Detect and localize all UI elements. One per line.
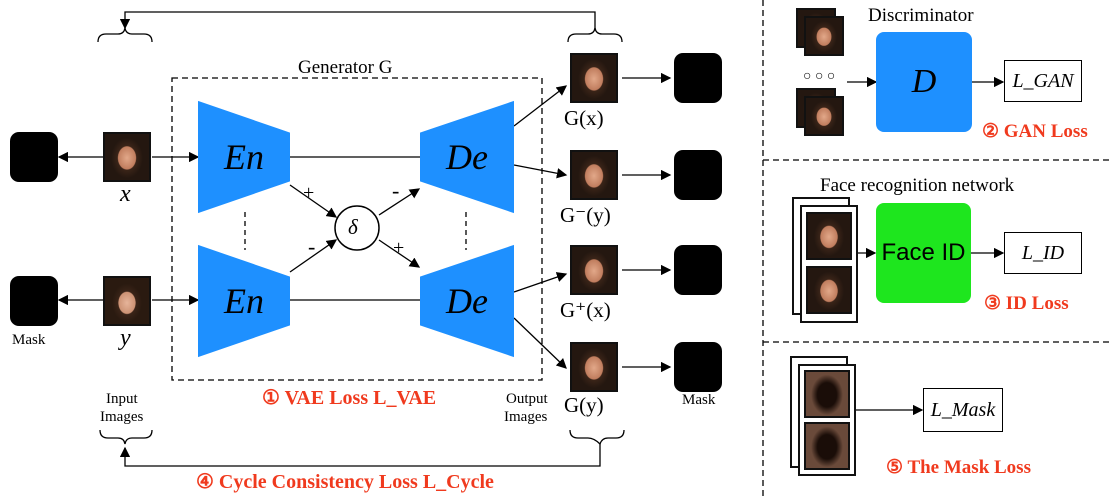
output-mask-1 [674,53,722,103]
output-label-gplus-x: G⁺(x) [560,298,611,322]
disc-face-stack-front [804,16,844,56]
input-caption-line1: Input [106,391,138,407]
sign-plus-bottom: + [393,237,405,259]
masked-face-2 [804,422,850,470]
mask-loss-label: ⑤ The Mask Loss [886,457,1031,478]
mask-loss-box: L_Mask [923,388,1003,432]
cycle-loss-label: ④ Cycle Consistency Loss L_Cycle [196,471,494,493]
decoder-label: De [446,137,488,177]
gan-loss-box: L_GAN [1004,60,1082,102]
mask-label-right: Mask [682,392,716,408]
delta-symbol: δ [348,215,358,239]
input-mask-y [10,276,58,326]
input-face-y [103,276,151,326]
input-mask-x [10,132,58,182]
input-label-y: y [120,325,131,351]
input-caption-line2: Images [100,409,144,425]
id-loss-box: L_ID [1004,232,1082,274]
vae-loss-label: ① VAE Loss L_VAE [262,387,437,409]
output-mask-2 [674,150,722,200]
output-face-gplus-x [570,245,618,295]
encoder-label: En [224,281,264,321]
generator-title: Generator G [298,57,393,78]
decoder-label: De [446,281,488,321]
face-recognition-title: Face recognition network [820,175,1015,196]
discriminator-title: Discriminator [868,5,974,26]
input-face-x [103,132,151,182]
sign-minus-bottom: - [308,234,316,259]
id-loss-label: ③ ID Loss [984,293,1069,314]
disc-face-stack2-front [804,96,844,136]
input-label-x: x [120,181,131,207]
output-mask-3 [674,245,722,295]
gan-loss-label: ② GAN Loss [982,121,1088,142]
output-mask-4 [674,342,722,392]
sign-plus-top: + [303,182,315,204]
output-caption-line2: Images [504,409,548,425]
mask-label-left: Mask [12,332,46,348]
output-face-gy [570,342,618,392]
output-caption-line1: Output [506,391,548,407]
disc-ellipsis: ○ ○ ○ [803,69,836,84]
output-face-gx [570,53,618,103]
faceid-face-2 [806,266,852,314]
output-label-gminus-y: G⁻(y) [560,203,611,227]
output-label-gx: G(x) [564,106,604,130]
output-face-gminus-y [570,150,618,200]
masked-face-1 [804,370,850,418]
sign-minus-top: - [392,178,400,203]
encoder-label: En [224,137,264,177]
face-id-box: Face ID [876,203,971,303]
faceid-face-1 [806,212,852,260]
output-label-gy: G(y) [564,393,604,417]
discriminator-box: D [876,32,972,132]
